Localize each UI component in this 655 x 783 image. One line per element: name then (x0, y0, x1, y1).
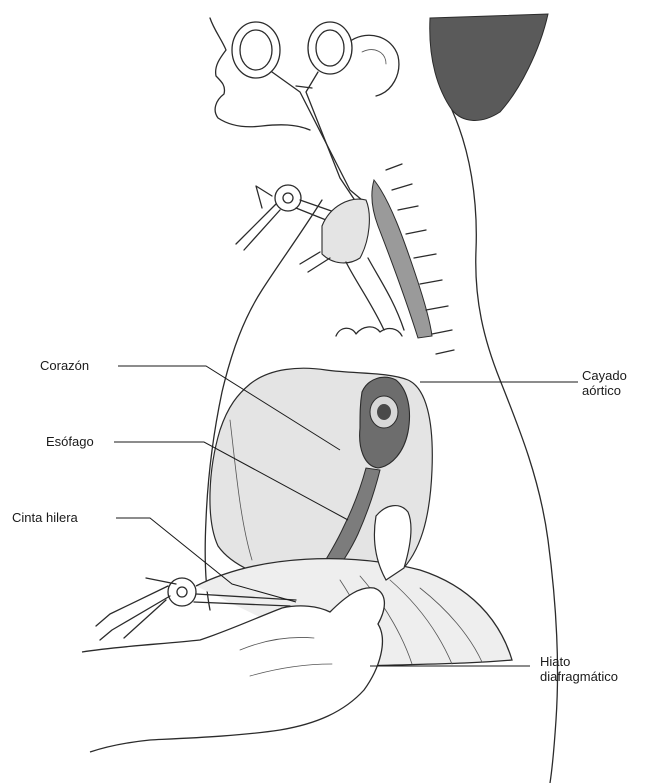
clamp-instrument (232, 22, 362, 202)
label-cayado-line2: aórtico (582, 383, 627, 398)
label-hiato-line2: diafragmático (540, 669, 618, 684)
spine-column (372, 180, 432, 338)
label-cayado-line1: Cayado (582, 368, 627, 383)
label-hiato-diafragmatico: Hiato diafragmático (540, 654, 618, 684)
label-cinta-hilera-text: Cinta hilera (12, 510, 78, 525)
neck-tissue (322, 199, 369, 263)
label-esofago: Esófago (46, 434, 94, 449)
aortic-top (336, 327, 402, 336)
ear (352, 35, 399, 96)
hair-shape (430, 14, 548, 120)
label-corazon-text: Corazón (40, 358, 89, 373)
face-profile (210, 18, 310, 130)
label-cinta-hilera: Cinta hilera (12, 510, 78, 525)
surgeon-hand (82, 588, 384, 752)
label-corazon: Corazón (40, 358, 89, 373)
label-cayado-aortico: Cayado aórtico (582, 368, 627, 398)
label-hiato-line1: Hiato (540, 654, 618, 669)
label-esofago-text: Esófago (46, 434, 94, 449)
